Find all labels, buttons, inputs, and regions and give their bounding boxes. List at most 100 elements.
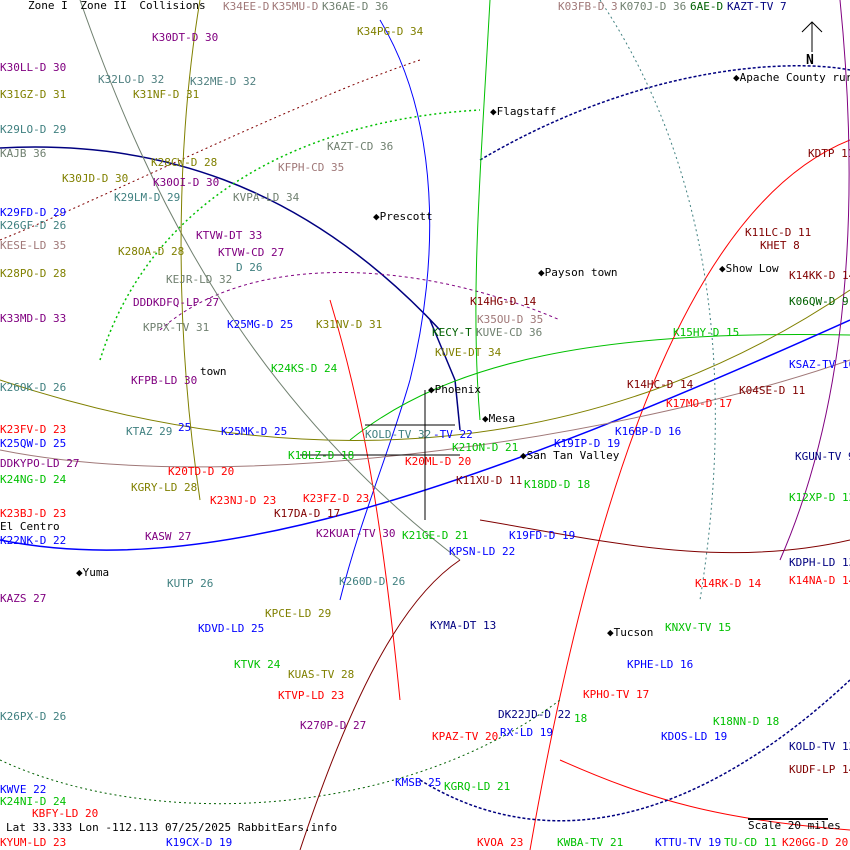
station-label[interactable]: KDVD-LD 25 xyxy=(198,622,265,635)
station-label[interactable]: K25MK-D 25 xyxy=(221,425,288,438)
station-label[interactable]: RX-LD 19 xyxy=(500,726,553,739)
station-label[interactable]: K20ML-D 20 xyxy=(405,455,472,468)
station-label[interactable]: KMSB 25 xyxy=(395,776,442,789)
station-label[interactable]: K30JD-D 30 xyxy=(62,172,129,185)
station-label[interactable]: KWBA-TV 21 xyxy=(557,836,624,849)
station-label[interactable]: K16BP-D 16 xyxy=(615,425,682,438)
station-label[interactable]: K18LZ-D 18 xyxy=(288,449,355,462)
station-label[interactable]: KTVW-DT 33 xyxy=(196,229,263,242)
station-label[interactable]: KBFY-LD 20 xyxy=(32,807,99,820)
station-label[interactable]: K25MG-D 25 xyxy=(227,318,294,331)
station-label[interactable]: KFPB-LD 30 xyxy=(131,374,198,387)
station-label[interactable]: K31NV-D 31 xyxy=(316,318,383,331)
station-label[interactable]: K24NI-D 24 xyxy=(0,795,67,808)
station-label[interactable]: KGUN-TV 9 xyxy=(795,450,850,463)
station-label[interactable]: K32LO-D 32 xyxy=(98,73,165,86)
station-label[interactable]: KPPX-TV 31 xyxy=(143,321,210,334)
station-label[interactable]: DK22JD-D 22 xyxy=(498,708,571,721)
station-label[interactable]: K33MD-D 33 xyxy=(0,312,67,325)
station-label[interactable]: K26PX-D 26 xyxy=(0,710,67,723)
station-label[interactable]: KSAZ-TV 10 xyxy=(789,358,850,371)
station-label[interactable]: K14HC-D 14 xyxy=(627,378,694,391)
station-label[interactable]: KVOA 23 xyxy=(477,836,524,849)
station-label[interactable]: K36AE-D 36 xyxy=(322,0,389,13)
station-label[interactable]: KTTU-TV 19 xyxy=(655,836,722,849)
station-label[interactable]: KTAZ 29 xyxy=(126,425,173,438)
station-label[interactable]: KTVP-LD 23 xyxy=(278,689,345,702)
station-label[interactable]: K21ON-D 21 xyxy=(452,441,519,454)
station-label[interactable]: K19FD-D 19 xyxy=(509,529,576,542)
station-label[interactable]: KPAZ-TV 20 xyxy=(432,730,499,743)
station-label[interactable]: KUVE-CD 36 xyxy=(476,326,543,339)
station-label[interactable]: KUDF-LP 14 xyxy=(789,763,850,776)
station-label[interactable]: K26GF-D 26 xyxy=(0,219,67,232)
station-label[interactable]: K20GG-D 20 xyxy=(782,836,849,849)
station-label[interactable]: KASW 27 xyxy=(145,530,192,543)
station-label[interactable]: K24NG-D 24 xyxy=(0,473,67,486)
station-label[interactable]: KPSN-LD 22 xyxy=(449,545,516,558)
station-label[interactable]: KOLD-TV 32 xyxy=(365,428,432,441)
station-label[interactable]: K28PO-D 28 xyxy=(0,267,67,280)
station-label[interactable]: KFPH-CD 35 xyxy=(278,161,345,174)
station-label[interactable]: K29LO-D 29 xyxy=(0,123,67,136)
station-label[interactable]: KAZT-TV 7 xyxy=(727,0,787,13)
station-label[interactable]: K14KK-D 14 xyxy=(789,269,850,282)
station-label[interactable]: K17MO-D 17 xyxy=(666,397,733,410)
station-label[interactable]: K34PG-D 34 xyxy=(357,25,424,38)
station-label[interactable]: K14NA-D 14 xyxy=(789,574,850,587)
station-label[interactable]: KOLD-TV 13 xyxy=(789,740,850,753)
station-label[interactable]: KDPH-LD 13 xyxy=(789,556,850,569)
station-label[interactable]: KWVE 22 xyxy=(0,783,47,796)
station-label[interactable]: K26OK-D 26 xyxy=(0,381,67,394)
station-label[interactable]: D 26 xyxy=(236,261,263,274)
station-label[interactable]: K2KUAT-TV 30 xyxy=(316,527,396,540)
station-label[interactable]: K260D-D 26 xyxy=(339,575,406,588)
station-label[interactable]: 6AE-D xyxy=(690,0,724,13)
station-label[interactable]: KECY-T xyxy=(432,326,472,339)
station-label[interactable]: KVPA-LD 34 xyxy=(233,191,300,204)
station-label[interactable]: K070J-D 36 xyxy=(620,0,687,13)
station-label[interactable]: KAZS 27 xyxy=(0,592,47,605)
station-label[interactable]: KGRQ-LD 21 xyxy=(444,780,511,793)
station-label[interactable]: K20TD-D 20 xyxy=(168,465,235,478)
station-label[interactable]: KPHO-TV 17 xyxy=(583,688,650,701)
station-label[interactable]: K30LL-D 30 xyxy=(0,61,67,74)
station-label[interactable]: K35MU-D xyxy=(272,0,319,13)
station-label[interactable]: KAJB 36 xyxy=(0,147,47,160)
station-label[interactable]: -TV 22 xyxy=(433,428,473,441)
station-label[interactable]: K29LM-D 29 xyxy=(114,191,181,204)
station-label[interactable]: KAZT-CD 36 xyxy=(327,140,394,153)
station-label[interactable]: K30OI-D 30 xyxy=(153,176,220,189)
station-label[interactable]: KUVE-DT 34 xyxy=(435,346,502,359)
station-label[interactable]: KGRY-LD 28 xyxy=(131,481,198,494)
station-label[interactable]: K28CW-D 28 xyxy=(151,156,218,169)
station-label[interactable]: K24KS-D 24 xyxy=(271,362,338,375)
station-label[interactable]: K11LC-D 11 xyxy=(745,226,812,239)
station-label[interactable]: K04SE-D 11 xyxy=(739,384,806,397)
station-label[interactable]: DDKYPO-LD 27 xyxy=(0,457,80,470)
station-label[interactable]: K03FB-D 3 xyxy=(558,0,618,13)
station-label[interactable]: K35OU-D 35 xyxy=(477,313,544,326)
station-label[interactable]: K11XU-D 11 xyxy=(456,474,523,487)
station-label[interactable]: KPCE-LD 29 xyxy=(265,607,332,620)
station-label[interactable]: K32ME-D 32 xyxy=(190,75,257,88)
station-label[interactable]: 25 xyxy=(178,421,192,434)
station-label[interactable]: K270P-D 27 xyxy=(300,719,367,732)
station-label[interactable]: KNXV-TV 15 xyxy=(665,621,732,634)
station-label[interactable]: K22NK-D 22 xyxy=(0,534,67,547)
station-label[interactable]: KDOS-LD 19 xyxy=(661,730,728,743)
station-label[interactable]: K14HG-D 14 xyxy=(470,295,537,308)
station-label[interactable]: KUTP 26 xyxy=(167,577,214,590)
station-label[interactable]: KYUM-LD 23 xyxy=(0,836,67,849)
station-label[interactable]: K23NJ-D 23 xyxy=(210,494,277,507)
station-label[interactable]: K23BJ-D 23 xyxy=(0,507,67,520)
station-label[interactable]: KPHE-LD 16 xyxy=(627,658,694,671)
station-label[interactable]: KTVK 24 xyxy=(234,658,281,671)
station-label[interactable]: K14RK-D 14 xyxy=(695,577,762,590)
station-label[interactable]: K18DD-D 18 xyxy=(524,478,591,491)
station-label[interactable]: K29FD-D 29 xyxy=(0,206,67,219)
station-label[interactable]: KYMA-DT 13 xyxy=(430,619,497,632)
station-label[interactable]: K23FZ-D 23 xyxy=(303,492,370,505)
station-label[interactable]: K15HY-D 15 xyxy=(673,326,740,339)
